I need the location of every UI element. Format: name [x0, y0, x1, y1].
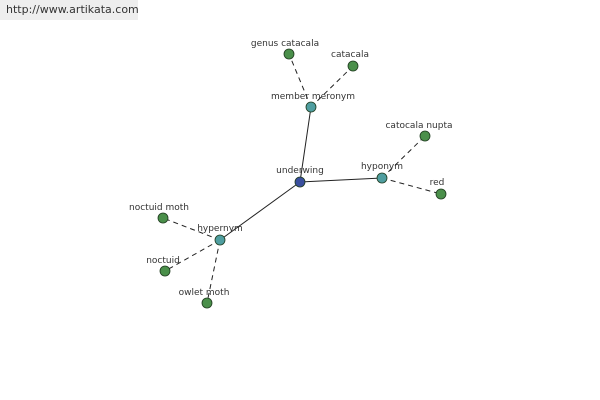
graph-edges — [162, 53, 442, 304]
graph-nodes — [157, 48, 447, 309]
label-hypernym[interactable]: hypernym — [197, 224, 243, 234]
label-catocala-nupta[interactable]: catocala nupta — [385, 121, 452, 131]
edge-member-meronym-catacala — [310, 65, 354, 108]
node-noctuid-moth[interactable] — [157, 212, 169, 224]
edge-hyponym-catocala-nupta — [381, 135, 426, 179]
node-member-meronym[interactable] — [305, 101, 317, 113]
node-catacala[interactable] — [347, 60, 359, 72]
edge-underwing-hypernym — [219, 181, 301, 241]
edge-hyponym-red — [381, 177, 442, 195]
node-noctuid[interactable] — [159, 265, 171, 277]
label-noctuid-moth[interactable]: noctuid moth — [129, 203, 189, 213]
label-owlet-moth[interactable]: owlet moth — [179, 288, 230, 298]
label-noctuid[interactable]: noctuid — [146, 256, 180, 266]
node-genus-catacala[interactable] — [283, 48, 295, 60]
edge-hypernym-noctuid-moth — [162, 217, 221, 241]
label-member-meronym[interactable]: member meronym — [271, 92, 355, 102]
label-underwing[interactable]: underwing — [276, 166, 324, 176]
node-red[interactable] — [435, 188, 447, 200]
label-catacala[interactable]: catacala — [331, 50, 369, 60]
edge-hypernym-noctuid — [164, 239, 221, 272]
edge-member-meronym-genus-catacala — [288, 53, 312, 108]
label-red[interactable]: red — [430, 178, 445, 188]
node-underwing[interactable] — [294, 176, 306, 188]
site-url-watermark[interactable]: http://www.artikata.com — [0, 0, 139, 20]
node-hypernym[interactable] — [214, 234, 226, 246]
edge-hypernym-owlet-moth — [206, 239, 221, 304]
node-catocala-nupta[interactable] — [419, 130, 431, 142]
label-genus-catacala[interactable]: genus catacala — [251, 39, 319, 49]
node-owlet-moth[interactable] — [201, 297, 213, 309]
edge-underwing-hyponym — [299, 177, 383, 183]
node-hyponym[interactable] — [376, 172, 388, 184]
graph-labels: underwing member meronym genus catacala cat… — [129, 39, 453, 298]
edge-underwing-member-meronym — [299, 106, 312, 183]
label-hyponym[interactable]: hyponym — [361, 162, 403, 172]
